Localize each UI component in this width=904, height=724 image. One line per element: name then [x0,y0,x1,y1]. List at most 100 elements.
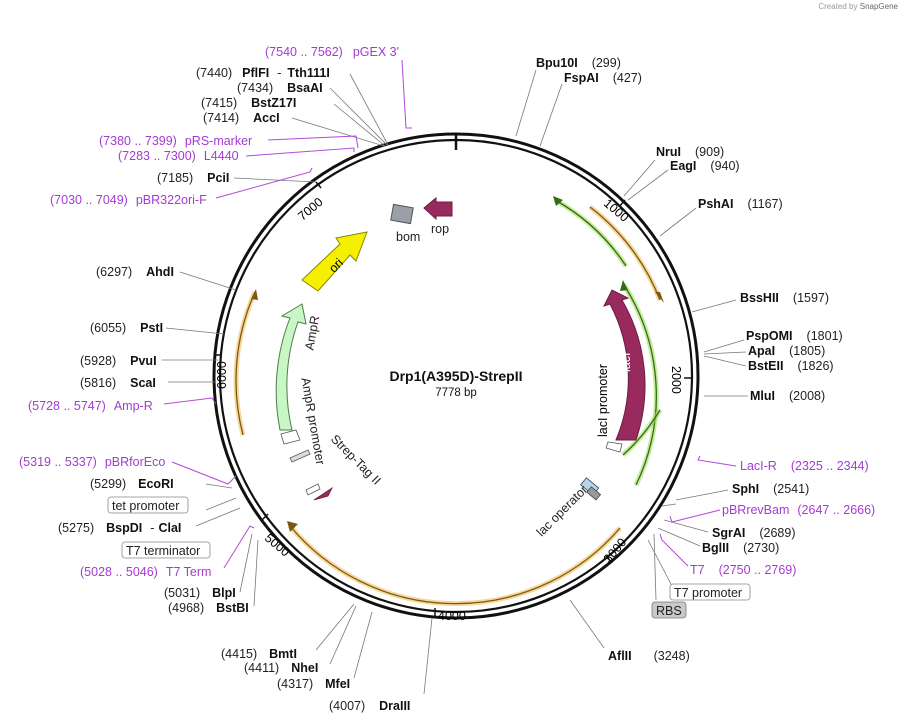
pline-pbr322 [215,167,313,199]
rop-label: rop [431,222,449,236]
leader-nrui [623,159,656,197]
strep-tag-arrow [313,486,334,501]
primer-pbrrevbam: pBRrevBam(2647 .. 2666) [722,503,875,517]
pline-pbrforeco [171,461,237,485]
leader-ecori [205,483,233,489]
enzyme-blpi: (5031)BlpI [164,586,236,600]
tick-label-2000: 2000 [669,366,683,394]
enzyme-ahdi: (6297)AhdI [96,265,174,279]
pline-l4440 [245,147,355,157]
ori-arrow [301,231,368,292]
primer-l4440: (7283 .. 7300)L4440 [118,149,239,163]
enzyme-bsshii: BssHII(1597) [740,291,829,305]
leader-aflii [569,599,605,649]
rbs-label: RBS [656,604,682,618]
green-arcs [553,196,663,487]
enzyme-nhei: (4411)NheI [244,661,318,675]
lac-feature-box [586,486,602,501]
enzyme-mlui: MluI(2008) [750,389,825,403]
primer-t7: T7(2750 .. 2769) [690,563,796,577]
snapgene-watermark: Created by SnapGene [818,2,898,11]
orf-arc-2-head [287,521,298,532]
enzyme-psti: (6055)PstI [90,321,163,335]
enzyme-eagi: EagI(940) [670,159,740,173]
tick-label-5000: 5000 [262,531,292,560]
enzyme-sphi: SphI(2541) [732,482,809,496]
pline-laci-r [697,455,737,467]
orf-arc-1-line [589,206,661,301]
enzyme-bstbi: (4968)BstBI [168,601,249,615]
laci-promoter-arrow [605,441,623,453]
leader-tet-promoter [205,497,237,511]
leader-t7-promoter [653,533,657,601]
t7-terminator-box [121,541,211,559]
tick-3000 [605,555,613,564]
pline-prs [267,135,359,149]
primer-amp-r: (5728 .. 5747)Amp-R [28,399,153,413]
green-arc-1-line [554,199,627,267]
tick-label-4000: 4000 [438,609,466,623]
rop-arrow [423,196,453,221]
enzyme-acci: (7414)AccI [203,111,280,125]
leader-lacop [661,503,677,507]
lac-operator-label: lac operator [534,483,591,540]
primer-pgex: (7540 .. 7562)pGEX 3' [265,45,399,59]
leader-apai [703,351,747,355]
leader-rbs [647,539,673,587]
leader-bsteii [703,355,747,367]
boxed-labels: tet promoter T7 terminator T7 promoter R… [107,496,751,619]
tick-1000 [618,199,626,208]
leader-pflfi [349,73,389,146]
tet-promoter-label: tet promoter [112,499,179,513]
laci-promoter-label: lacI promoter [596,364,610,437]
leader-pspomi [703,339,745,353]
plasmid-name: Drp1(A395D)-StrepII [389,368,522,384]
enzyme-nrui: NruI(909) [656,145,724,159]
orf-arc-2 [288,524,622,607]
green-arc-2-line [623,284,657,486]
primer-pbr322ori-f: (7030 .. 7049)pBR322ori-F [50,193,207,207]
leader-sgrai [663,519,709,533]
tick-7000 [315,181,322,189]
leader-blpi [239,533,253,593]
enzyme-bspdi-clai: (5275)BspDI-ClaI [58,521,181,535]
bom-label: bom [396,230,420,244]
pline-pgex [401,59,412,129]
leader-bmti [315,603,355,651]
primer-laci-r: LacI-R(2325 .. 2344) [740,459,869,473]
enzyme-bsaai: (7434)BsaAI [237,81,323,95]
enzyme-leaders [162,69,748,695]
orf-arc-3-line [235,291,256,436]
pline-ampr [163,397,217,405]
enzyme-draiii: (4007)DraIII [329,699,410,713]
leader-pcii [233,177,317,183]
t7-terminator-label: T7 terminator [126,544,200,558]
tick-label-6000: 6000 [215,361,229,389]
leader-bstz17i [333,103,386,147]
primer-prs-marker: (7380 .. 7399)pRS-marker [99,134,252,148]
leader-sphi [675,489,729,501]
leader-bsaai [329,87,388,146]
enzyme-pflfi-tth111i: (7440)PflFI-Tth111I [196,66,330,80]
laci-arrow [603,289,646,441]
rbs-box [651,601,687,619]
enzyme-pvui: (5928)PvuI [80,354,157,368]
leader-bstbi [253,539,259,607]
enzyme-bstz17i: (7415)BstZ17I [201,96,296,110]
leader-eagi [627,169,669,201]
laci-label: lacI [619,353,633,372]
ampr-label: AmpR [302,315,322,352]
plasmid-size: 7778 bp [435,387,477,399]
enzyme-fspai: FspAI(427) [564,71,642,85]
pline-t7 [659,533,689,567]
small-feature-1 [289,449,311,463]
enzyme-bglii: BglII(2730) [702,541,779,555]
enzyme-pcii: (7185)PciI [157,171,229,185]
leader-acci [291,117,385,147]
bom-box [390,203,414,225]
green-arc-3-line [622,409,661,456]
leader-bglii [657,527,701,547]
leader-nhei [329,605,357,665]
enzyme-pspomi: PspOMI(1801) [746,329,843,343]
tick-marks: 1000 2000 3000 4000 5000 6000 7000 [214,181,692,623]
